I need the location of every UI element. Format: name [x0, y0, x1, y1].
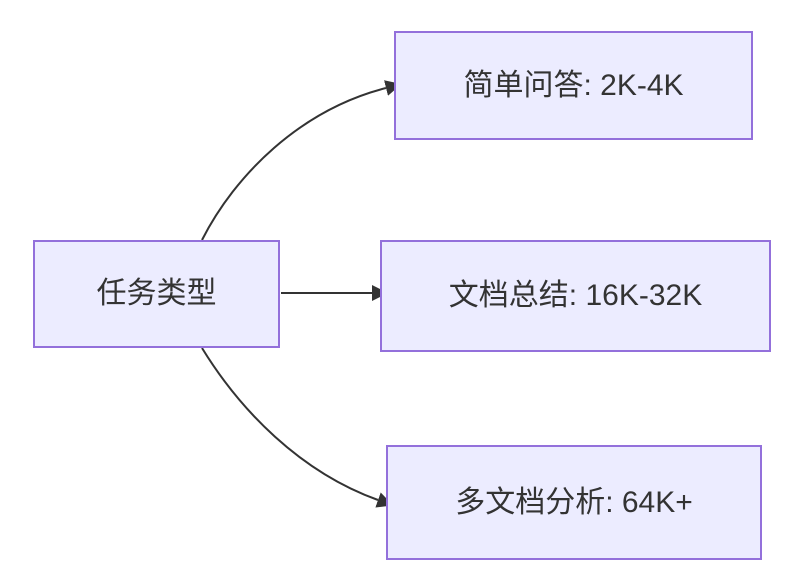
node-task-type-label: 任务类型	[96, 277, 217, 310]
node-doc-summary: 文档总结: 16K-32K	[380, 240, 771, 352]
edge-task-type-to-multi-doc	[201, 347, 394, 508]
node-doc-summary-label: 文档总结: 16K-32K	[448, 279, 703, 312]
node-simple-qa-label: 简单问答: 2K-4K	[463, 68, 684, 102]
node-multi-doc-label: 多文档分析: 64K+	[455, 485, 693, 519]
node-simple-qa: 简单问答: 2K-4K	[394, 31, 753, 140]
edge-task-type-to-simple-qa	[201, 80, 402, 241]
node-task-type: 任务类型	[33, 240, 280, 348]
node-multi-doc: 多文档分析: 64K+	[386, 445, 762, 560]
